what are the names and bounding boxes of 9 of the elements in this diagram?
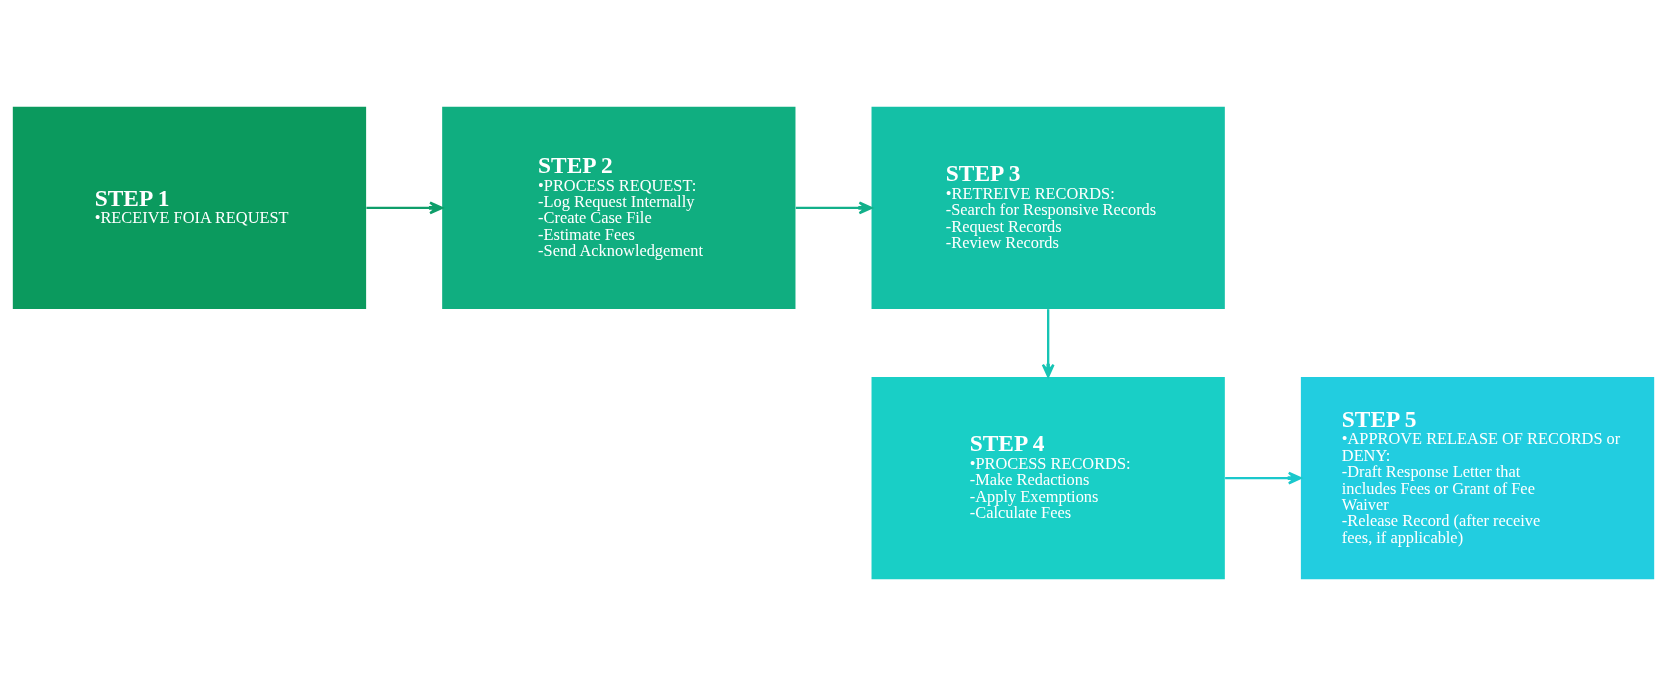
arrow	[1225, 471, 1302, 485]
node-box: STEP 5 •APPROVE RELEASE OF RECORDS or DENY: -Draft Response Letter that includes Fees or Grant of Fee Waiver -Release Record (after receive fees, if applicable)	[1300, 376, 1655, 579]
arrow	[366, 200, 443, 214]
arrow	[1041, 308, 1055, 378]
node-box: STEP 4 •PROCESS RECORDS: -Make Redactions -Apply Exemptions -Calculate Fees	[871, 376, 1225, 579]
node-box: STEP 1 •RECEIVE FOIA REQUEST	[12, 106, 367, 309]
node-box: STEP 2 •PROCESS REQUEST: -Log Request Internally -Create Case File -Estimate Fees -Send Acknowledgement	[442, 106, 796, 309]
arrow	[795, 200, 873, 214]
node-box: STEP 3 •RETREIVE RECORDS: -Search for Responsive Records -Request Records -Review Records	[871, 106, 1225, 309]
